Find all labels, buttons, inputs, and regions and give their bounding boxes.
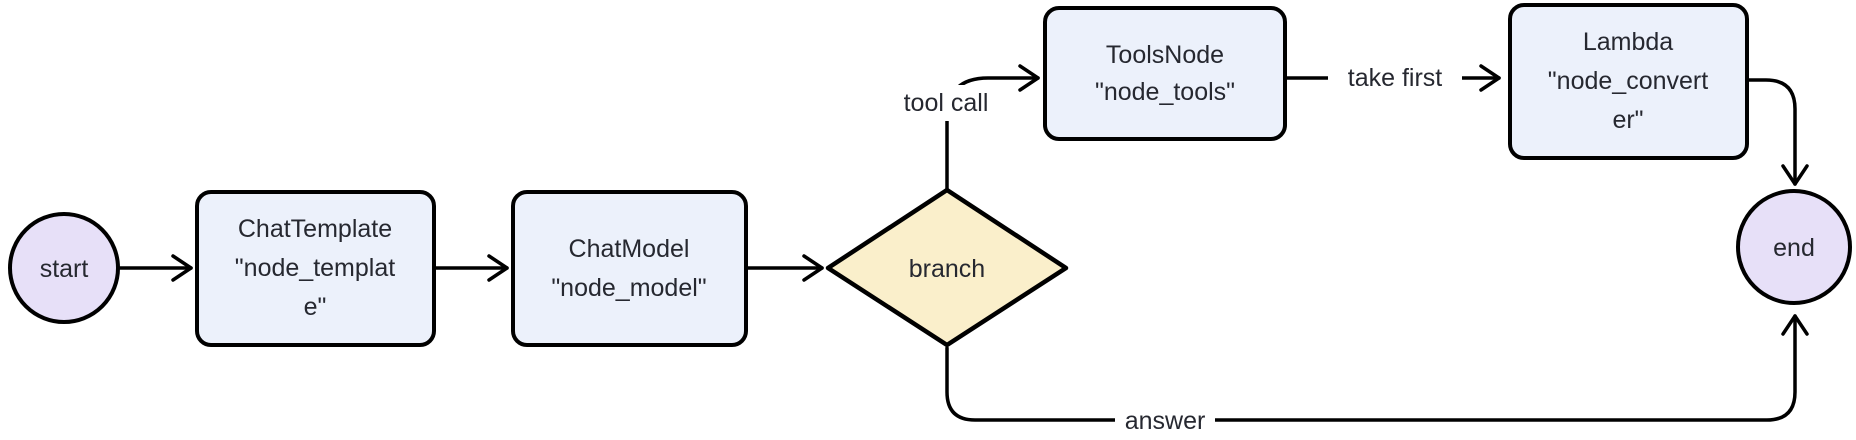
node-branch-diamond <box>825 187 1069 348</box>
node-tools-box <box>1043 6 1287 141</box>
node-start: start <box>8 212 120 324</box>
node-start-label: start <box>40 255 89 283</box>
node-branch-label: branch <box>909 255 985 283</box>
node-chat-template-label-line3: e" <box>304 293 327 321</box>
nodes-layer: start ChatTemplate "node_templat e" Chat… <box>8 3 1852 348</box>
node-converter-label-line2: "node_convert <box>1548 67 1708 95</box>
node-tools-label-line1: ToolsNode <box>1106 41 1224 69</box>
node-chat-model-label-line1: ChatModel <box>569 235 690 263</box>
node-tools-label-line2: "node_tools" <box>1095 78 1235 106</box>
node-chat-model: ChatModel "node_model" <box>511 190 748 347</box>
edge-converter-end <box>1745 78 1809 186</box>
edge-label-take-first: take first <box>1328 59 1462 97</box>
edges-layer: tool call take first answer <box>116 59 1809 439</box>
node-chat-template-label-line1: ChatTemplate <box>238 215 392 243</box>
node-chat-template-label-line2: "node_templat <box>235 254 395 282</box>
node-end-label: end <box>1773 234 1815 262</box>
edge-label-take-first-text: take first <box>1348 64 1443 92</box>
node-end: end <box>1736 189 1852 305</box>
edge-label-tool-call: tool call <box>884 85 1008 121</box>
node-start-circle <box>8 212 120 324</box>
node-converter-box <box>1508 3 1749 160</box>
edge-label-take-first-bg <box>1328 59 1462 97</box>
node-chat-model-label-line2: "node_model" <box>551 274 706 302</box>
edge-label-tool-call-text: tool call <box>904 89 989 117</box>
edge-label-tool-call-bg <box>884 85 1008 121</box>
node-converter-label-line1: Lambda <box>1583 28 1673 56</box>
node-chat-model-box <box>511 190 748 347</box>
edge-label-answer-text: answer <box>1125 407 1206 435</box>
node-converter: Lambda "node_convert er" <box>1508 3 1749 160</box>
edge-label-answer-bg <box>1115 402 1215 439</box>
node-tools: ToolsNode "node_tools" <box>1043 6 1287 141</box>
node-end-circle <box>1736 189 1852 305</box>
node-branch: branch <box>825 187 1069 348</box>
node-chat-template-box <box>195 190 436 347</box>
edge-branch-end <box>945 314 1809 422</box>
node-converter-label-line3: er" <box>1612 106 1643 134</box>
edge-label-answer: answer <box>1115 402 1215 439</box>
node-chat-template: ChatTemplate "node_templat e" <box>195 190 436 347</box>
